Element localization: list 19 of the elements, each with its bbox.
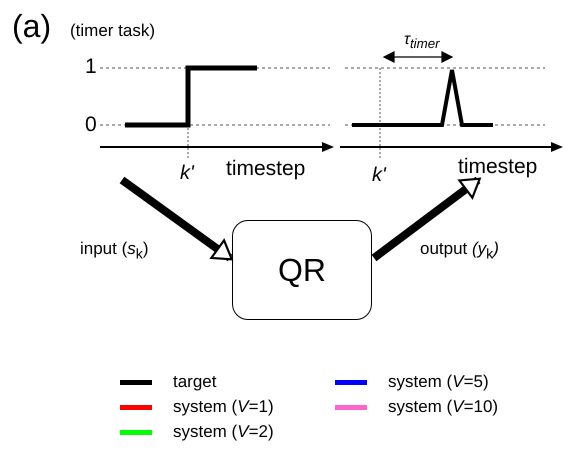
legend-label: target — [173, 373, 216, 390]
tick-label: 0 — [85, 114, 97, 135]
subtitle: (timer task) — [70, 22, 155, 39]
legend-label: system (V=10) — [388, 398, 498, 415]
legend-label: system (V=2) — [173, 423, 274, 440]
legend-label: system (V=5) — [388, 373, 489, 390]
panel-label: (a) — [12, 10, 52, 42]
duration-label: τ$_{timer}$ — [404, 32, 440, 51]
axis-tick-label: k' — [372, 165, 386, 185]
tick-label: 1 — [85, 56, 97, 77]
axis-label: timestep — [458, 156, 538, 177]
hollow-arrow — [120, 176, 233, 262]
edge-label: output (y$_{k}$) — [420, 240, 499, 262]
process-box: QR — [232, 220, 372, 320]
axis-tick-label: k' — [180, 163, 194, 183]
axis-label: timestep — [226, 158, 306, 179]
legend-label: system (V=1) — [173, 398, 274, 415]
edge-label: input (s$_{k}$) — [80, 240, 148, 262]
hollow-arrow — [372, 176, 481, 262]
